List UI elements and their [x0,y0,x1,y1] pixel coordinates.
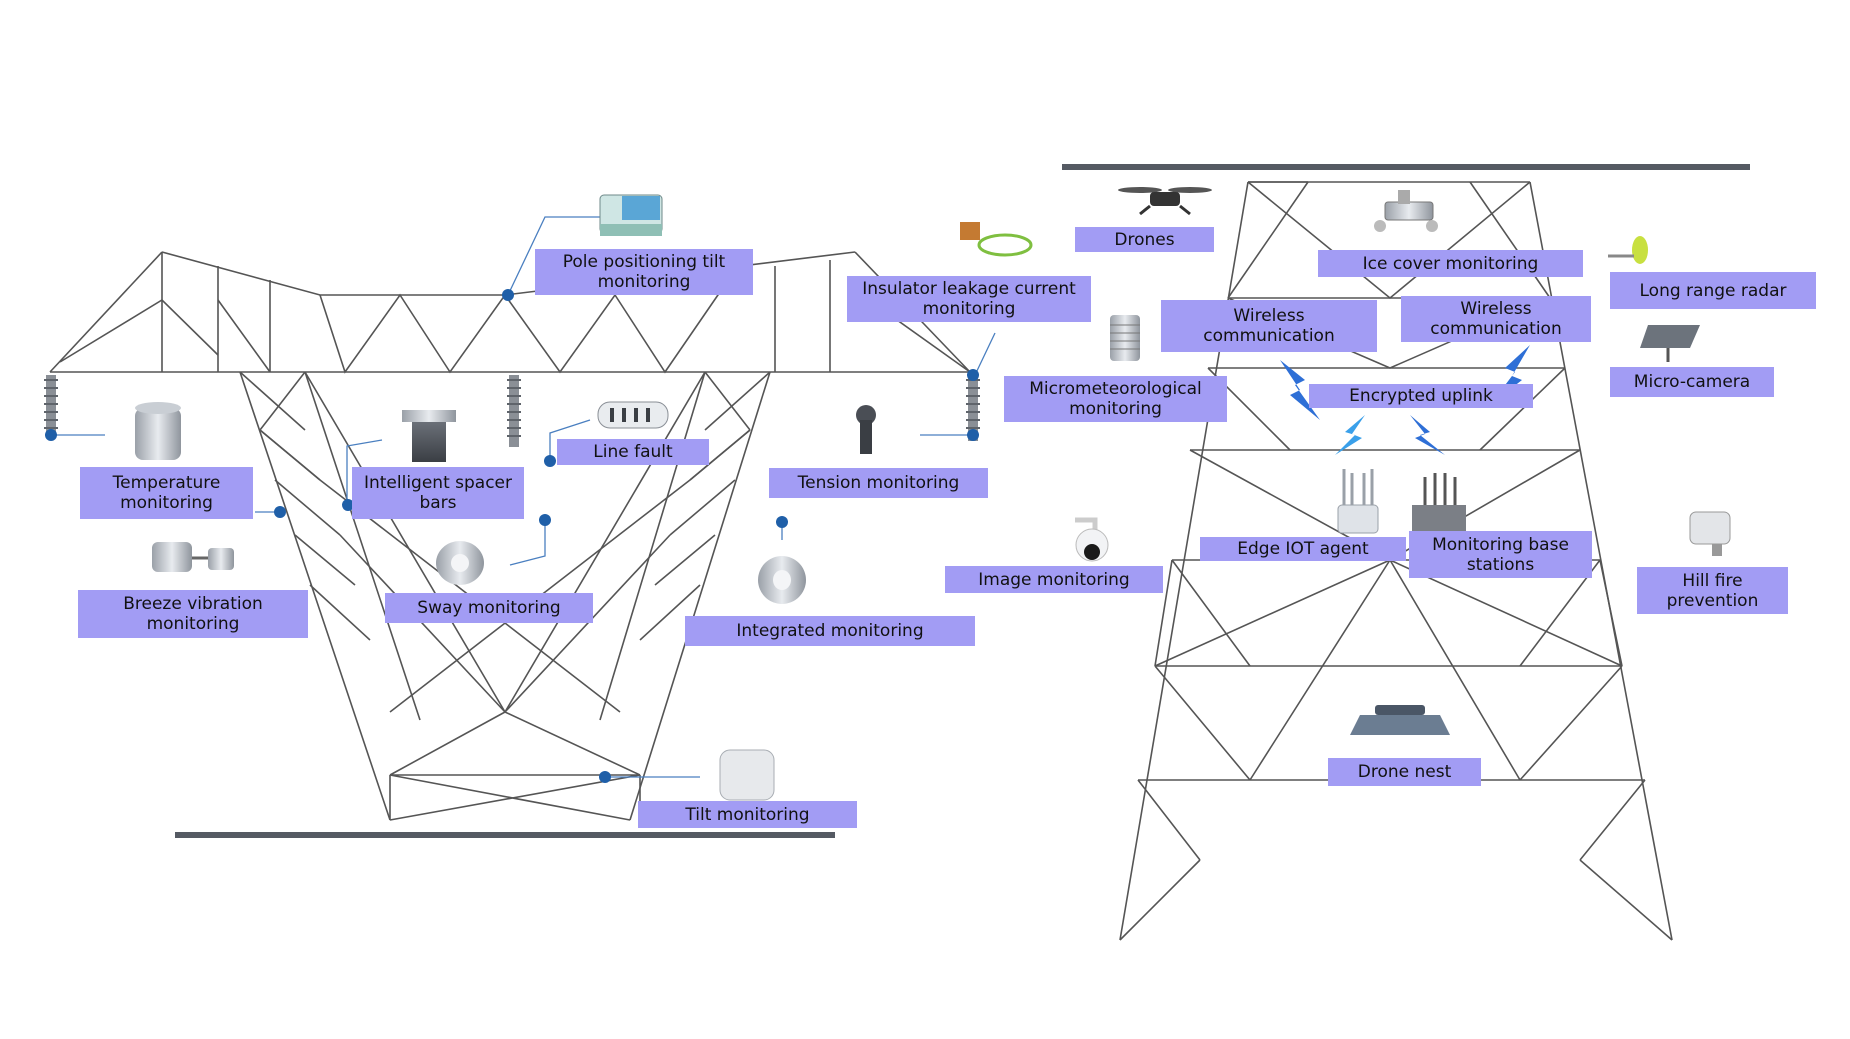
label-insulator-leakage: Insulator leakage current monitoring [847,276,1091,322]
vibration-sensor-icon [152,542,234,572]
label-image-monitoring: Image monitoring [945,566,1163,593]
temperature-sensor-icon [135,402,181,460]
label-encrypted-uplink: Encrypted uplink [1309,384,1533,408]
tilt-sensor-icon [719,749,775,801]
edge-router-icon [1337,469,1379,534]
label-temperature: Temperature monitoring [80,467,253,519]
radar-icon [1608,236,1648,264]
lightning-icon [1490,345,1530,405]
connector-dots [45,289,979,783]
left-ground-bar [175,832,835,838]
tension-sensor-icon [856,405,876,454]
label-drone-nest: Drone nest [1328,758,1481,786]
leakage-sensor-coil-icon [960,222,1033,257]
solar-sensor-box-icon [599,194,663,236]
sway-sensor-icon [436,541,484,585]
label-pole-tilt: Pole positioning tilt monitoring [535,249,753,295]
right-top-bar [1062,164,1750,170]
label-sway: Sway monitoring [385,593,593,623]
label-long-range-radar: Long range radar [1610,272,1816,309]
lightning-icon [1410,415,1445,455]
label-micrometeorological: Micrometeorological monitoring [1004,376,1227,422]
lightning-icon [1280,360,1320,420]
label-breeze-vibration: Breeze vibration monitoring [78,590,308,638]
fire-camera-icon [1689,511,1731,556]
base-station-icon [1412,473,1466,531]
ice-cover-sensor-icon [1374,190,1438,232]
dome-camera-icon [1075,517,1109,562]
drone-nest-icon [1350,705,1450,735]
label-wireless-right: Wireless communication [1401,296,1591,342]
lightning-icon [1335,415,1365,455]
label-micro-camera: Micro-camera [1610,367,1774,397]
label-hill-fire: Hill fire prevention [1637,567,1788,614]
label-ice-cover: Ice cover monitoring [1318,250,1583,277]
right-tower [1119,181,1673,941]
label-tension: Tension monitoring [769,468,988,498]
label-base-stations: Monitoring base stations [1409,531,1592,578]
drone-icon [1118,187,1212,216]
micro-camera-icon [1640,325,1700,362]
left-tower [49,251,971,821]
label-wireless-left: Wireless communication [1161,300,1377,352]
label-integrated: Integrated monitoring [685,616,975,646]
label-tilt: Tilt monitoring [638,801,857,828]
label-edge-iot: Edge IOT agent [1200,537,1406,561]
label-line-fault: Line fault [557,439,709,465]
label-drones: Drones [1075,227,1214,252]
weather-station-icon [1110,315,1140,361]
line-fault-sensor-icon [597,401,669,429]
spacer-bar-icon [402,410,456,462]
connector-lines [50,216,996,778]
label-spacer-bars: Intelligent spacer bars [352,467,524,519]
integrated-sensor-icon [758,556,806,604]
lightning-bolts [1280,345,1530,455]
